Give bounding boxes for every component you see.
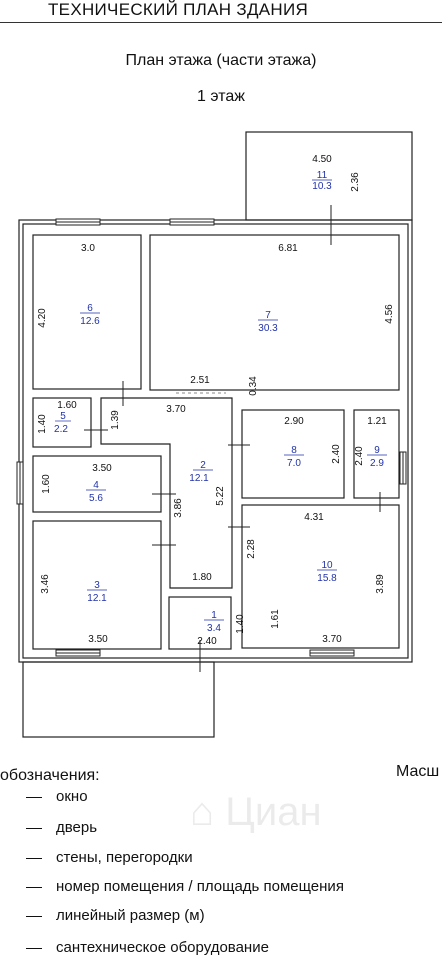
legend-label: линейный размер (м) xyxy=(56,907,205,924)
legend-label: сантехническое оборудование xyxy=(56,939,269,956)
dim-label: 6.81 xyxy=(278,243,298,254)
room-2-number: 2 xyxy=(200,460,206,471)
dim-label: 2.40 xyxy=(331,444,342,464)
floor-title: 1 этаж xyxy=(197,88,245,105)
dim-label: 3.70 xyxy=(322,634,342,645)
dim-label: 3.46 xyxy=(40,574,51,594)
room-9-outline xyxy=(353,409,400,499)
room-8-outline xyxy=(241,409,345,499)
dimension-symbol-icon xyxy=(26,915,42,917)
header-bar: ТЕХНИЧЕСКИЙ ПЛАН ЗДАНИЯ xyxy=(0,0,442,23)
room-11-area: 10.3 xyxy=(312,181,332,192)
room-1-area: 3.4 xyxy=(207,623,221,634)
plumbing-symbol-icon xyxy=(26,947,42,949)
dim-label: 3.50 xyxy=(88,634,108,645)
dim-label: 0.34 xyxy=(248,376,259,396)
plan-title: План этажа (части этажа) xyxy=(125,52,317,69)
dim-label: 1.39 xyxy=(110,410,121,430)
room-5-outline xyxy=(32,397,92,448)
legend-item-walls: стены, перегородки xyxy=(26,849,193,866)
dim-label: 3.86 xyxy=(173,498,184,518)
room-3-outline xyxy=(32,520,162,650)
room-6-area: 12.6 xyxy=(80,316,100,327)
legend-item-room-number: номер помещения / площадь помещения xyxy=(26,878,344,895)
porch-outline xyxy=(22,661,215,738)
room-6-number: 6 xyxy=(87,303,93,314)
legend-label: номер помещения / площадь помещения xyxy=(56,878,344,895)
room-11-number: 11 xyxy=(317,170,328,181)
dim-label: 3.0 xyxy=(81,243,95,254)
room-2-outline xyxy=(100,397,233,589)
room-4-number: 4 xyxy=(93,480,99,491)
legend-item-door: дверь xyxy=(26,819,97,836)
room-5-area: 2.2 xyxy=(54,424,68,435)
dim-label: 4.56 xyxy=(384,304,395,324)
dim-label: 1.40 xyxy=(37,414,48,434)
dim-label: 2.36 xyxy=(350,172,361,192)
room-9-number: 9 xyxy=(374,445,380,456)
room-3-number: 3 xyxy=(94,580,100,591)
dim-label: 1.60 xyxy=(57,400,77,411)
door-symbol-icon xyxy=(26,827,42,829)
dim-label: 4.50 xyxy=(312,154,332,165)
room-2-area: 12.1 xyxy=(189,473,209,484)
document-title: ТЕХНИЧЕСКИЙ ПЛАН ЗДАНИЯ xyxy=(48,0,309,19)
dim-label: 3.89 xyxy=(375,574,386,594)
window-symbol-icon xyxy=(26,796,42,798)
room-10-number: 10 xyxy=(321,560,333,571)
room-6-outline xyxy=(32,234,142,390)
legend-label: стены, перегородки xyxy=(56,849,193,866)
room-8-area: 7.0 xyxy=(287,458,301,469)
dim-label: 1.61 xyxy=(270,609,281,629)
legend-title: обозначения: xyxy=(0,767,100,784)
room-5-number: 5 xyxy=(60,411,66,422)
dim-label: 1.60 xyxy=(41,474,52,494)
scale-label: Масш xyxy=(396,763,440,780)
room-10-outline xyxy=(241,504,400,649)
dim-label: 1.80 xyxy=(192,572,212,583)
legend-label: окно xyxy=(56,788,88,805)
outer-wall xyxy=(18,219,413,663)
room-7-area: 30.3 xyxy=(258,323,278,334)
room-10-area: 15.8 xyxy=(317,573,337,584)
dim-label: 2.40 xyxy=(354,446,365,466)
windows xyxy=(16,218,407,657)
legend-item-window: окно xyxy=(26,788,88,805)
dim-label: 2.40 xyxy=(197,636,217,647)
legend-item-dimension: линейный размер (м) xyxy=(26,907,205,924)
room-number-symbol-icon xyxy=(26,886,42,888)
room-4-area: 5.6 xyxy=(89,493,103,504)
dim-label: 1.40 xyxy=(235,614,246,634)
room-9-area: 2.9 xyxy=(370,458,384,469)
room-7-outline xyxy=(149,234,400,391)
dim-label: 3.70 xyxy=(166,404,186,415)
dim-label: 2.90 xyxy=(284,416,304,427)
room-11-outline xyxy=(245,131,413,221)
doors xyxy=(84,205,381,672)
room-8-number: 8 xyxy=(291,445,297,456)
dim-label: 2.51 xyxy=(190,375,210,386)
legend-item-plumbing: сантехническое оборудование xyxy=(26,939,269,956)
dim-label: 3.50 xyxy=(92,463,112,474)
dim-label: 1.21 xyxy=(367,416,387,427)
watermark-logo: ⌂ Циан xyxy=(190,790,322,834)
dim-label: 2.28 xyxy=(246,539,257,559)
room-1-number: 1 xyxy=(211,610,217,621)
dim-label: 5.22 xyxy=(215,486,226,506)
room-4-outline xyxy=(32,455,162,513)
dim-label: 4.31 xyxy=(304,512,324,523)
room-7-number: 7 xyxy=(265,310,271,321)
dim-label: 4.20 xyxy=(37,308,48,328)
legend-label: дверь xyxy=(56,819,98,836)
wall-symbol-icon xyxy=(26,857,42,859)
room-3-area: 12.1 xyxy=(87,593,107,604)
